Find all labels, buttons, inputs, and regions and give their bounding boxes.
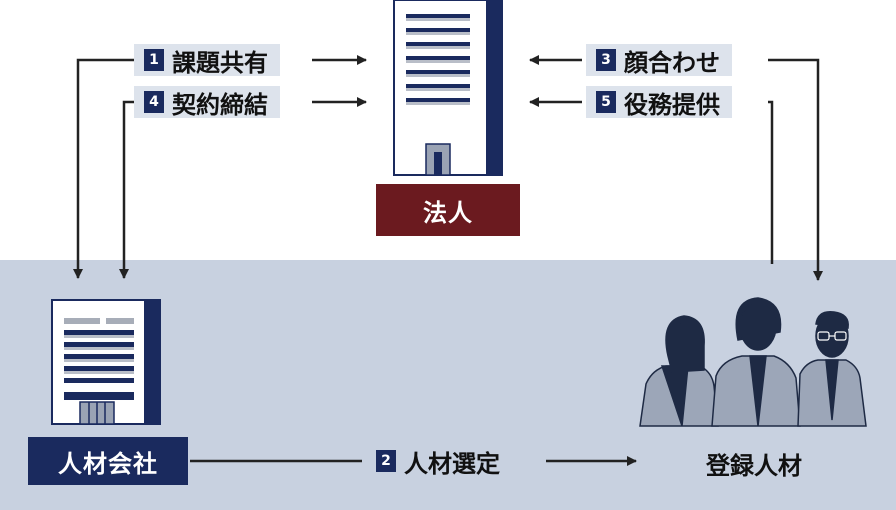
step-text: 人材選定 <box>404 448 500 478</box>
agency-building-icon <box>51 299 161 425</box>
step-3-label: 3 顔合わせ <box>586 44 732 77</box>
step-text: 課題共有 <box>172 47 268 77</box>
connector-step4 <box>119 100 140 279</box>
step-text: 役務提供 <box>624 89 720 119</box>
connector-step5 <box>768 100 774 264</box>
corporate-building-icon <box>393 0 503 176</box>
talent-label: 登録人材 <box>706 451 802 480</box>
step-number-badge: 3 <box>596 49 616 71</box>
step-text: 顔合わせ <box>624 47 720 77</box>
step-text: 契約締結 <box>172 89 268 119</box>
step-number-badge: 5 <box>596 91 616 113</box>
connector-step1 <box>73 58 140 279</box>
step-2-label: 2 人材選定 <box>366 445 512 478</box>
step-5-label: 5 役務提供 <box>586 86 732 119</box>
connector-step3 <box>768 58 823 281</box>
people-group-icon <box>639 297 867 427</box>
step-number-badge: 2 <box>376 450 396 472</box>
agency-box: 人材会社 <box>28 437 188 485</box>
step-4-label: 4 契約締結 <box>134 86 280 119</box>
step-1-label: 1 課題共有 <box>134 44 280 77</box>
corporation-box: 法人 <box>376 184 520 236</box>
step-number-badge: 1 <box>144 49 164 71</box>
step-number-badge: 4 <box>144 91 164 113</box>
